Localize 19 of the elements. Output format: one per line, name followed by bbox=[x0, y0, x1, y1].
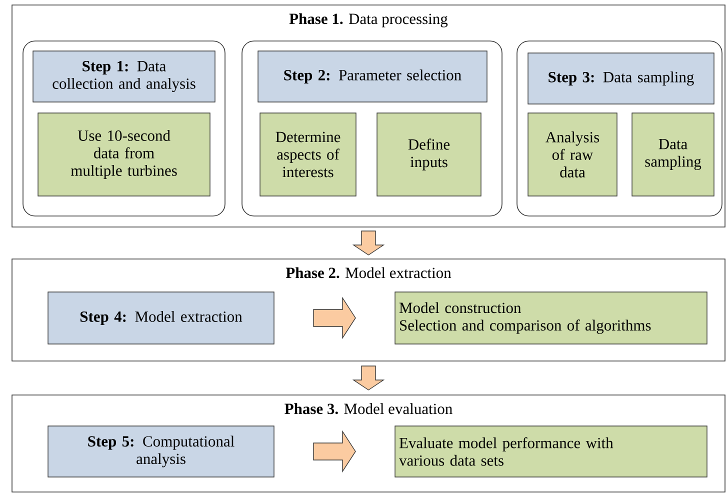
block-arrow bbox=[313, 430, 356, 473]
block-arrow bbox=[352, 230, 385, 256]
block-arrow bbox=[352, 366, 385, 390]
task-box: Analysis of raw data bbox=[528, 112, 618, 196]
step-box: Step 5: Computational analysis bbox=[48, 426, 274, 478]
step-group-box bbox=[516, 40, 722, 216]
task-box: Evaluate model performance with various data sets bbox=[394, 426, 708, 478]
step-box: Step 3: Data sampling bbox=[528, 52, 714, 104]
block-arrow bbox=[313, 296, 356, 340]
step-box: Step 1: Data collection and analysis bbox=[32, 50, 216, 102]
task-box: Determine aspects of interests bbox=[260, 112, 356, 196]
step-group-box bbox=[242, 40, 502, 216]
step-box: Step 2: Parameter selection bbox=[258, 50, 488, 102]
task-box: Define inputs bbox=[376, 112, 482, 196]
task-box: Model construction Selection and comparison of algorithms bbox=[394, 292, 708, 344]
step-box: Step 4: Model extraction bbox=[48, 292, 274, 344]
step-group-box bbox=[22, 40, 226, 216]
task-box: Data sampling bbox=[632, 112, 714, 196]
task-box: Use 10-second data from multiple turbines bbox=[38, 112, 210, 196]
